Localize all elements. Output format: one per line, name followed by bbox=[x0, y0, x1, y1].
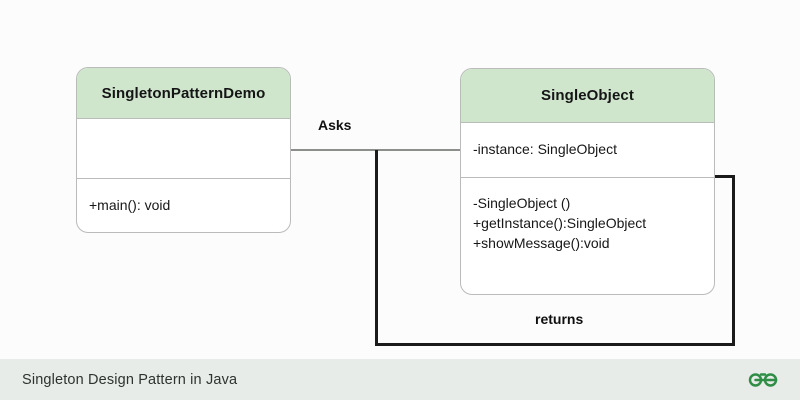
return-connector-horizontal-bottom bbox=[375, 343, 735, 346]
class-box-singleton-pattern-demo[interactable]: SingletonPatternDemo +main(): void bbox=[76, 67, 291, 233]
operation-constructor: -SingleObject () bbox=[473, 195, 571, 211]
attribute-instance: -instance: SingleObject bbox=[473, 141, 617, 158]
operations-compartment-single-object: -SingleObject () +getInstance():SingleOb… bbox=[461, 177, 714, 294]
relationship-label-asks: Asks bbox=[313, 117, 357, 133]
class-box-single-object[interactable]: SingleObject -instance: SingleObject -Si… bbox=[460, 68, 715, 295]
relationship-label-returns: returns bbox=[530, 311, 589, 327]
footer-bar: Singleton Design Pattern in Java bbox=[0, 359, 800, 400]
operations-compartment-singleton-pattern-demo: +main(): void bbox=[77, 178, 290, 232]
return-connector-vertical-right bbox=[732, 175, 735, 346]
attributes-compartment-single-object: -instance: SingleObject bbox=[461, 123, 714, 177]
return-connector-vertical-left bbox=[375, 150, 378, 346]
class-name-single-object: SingleObject bbox=[461, 69, 714, 123]
attributes-compartment-singleton-pattern-demo bbox=[77, 119, 290, 178]
operation-get-instance: +getInstance():SingleObject bbox=[473, 214, 647, 231]
operation-show-message: +showMessage():void bbox=[473, 234, 610, 251]
footer-caption: Singleton Design Pattern in Java bbox=[22, 371, 238, 388]
operation-main: +main(): void bbox=[89, 196, 171, 213]
geeksforgeeks-logo bbox=[748, 369, 778, 391]
return-connector-horizontal-top bbox=[712, 175, 735, 178]
class-name-singleton-pattern-demo: SingletonPatternDemo bbox=[77, 68, 290, 119]
